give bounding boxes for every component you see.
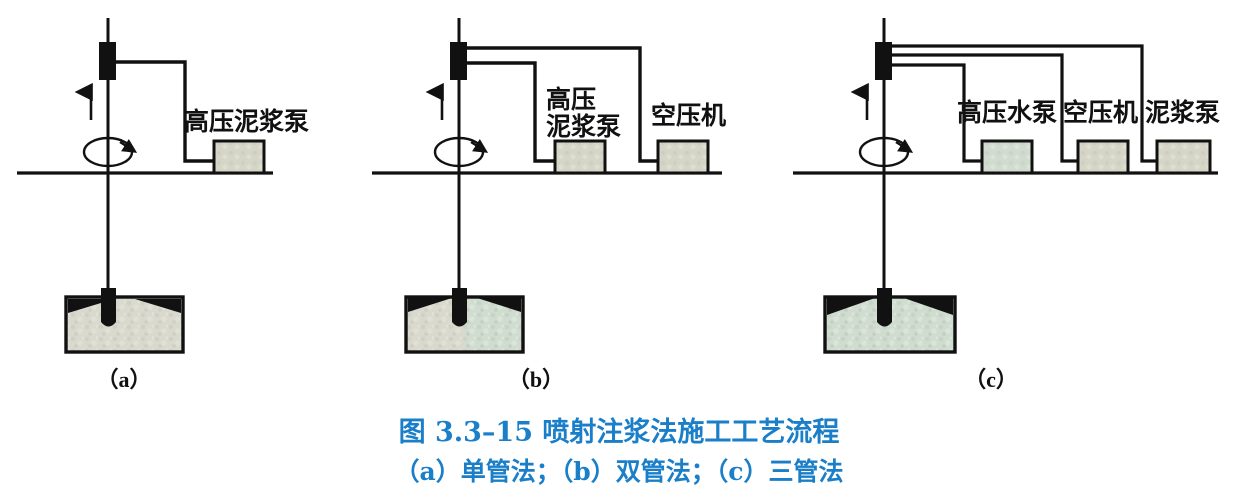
equipment-box-b-1	[656, 139, 710, 175]
equipment-box-c-1	[1076, 139, 1130, 175]
swivel-head-b	[450, 42, 467, 80]
pipe-mud-b	[467, 61, 555, 163]
panel-letter-a: （a）	[96, 367, 151, 392]
panel-c: 高压水泵 空压机 泥浆泵 （c）	[793, 18, 1220, 392]
equipment-label-b-0-line2: 泥浆泵	[546, 112, 621, 141]
jet-nozzle-left-b	[408, 297, 455, 312]
jet-nozzle-right-b	[474, 297, 521, 312]
equipment-label-c-1: 空压机	[1063, 98, 1138, 127]
equipment-label-c-0: 高压水泵	[957, 98, 1057, 127]
equipment-box-a-0	[212, 139, 266, 175]
swivel-head-c	[875, 42, 892, 80]
equipment-label-b-1: 空压机	[651, 101, 726, 130]
equipment-label-b-0-line1: 高压	[546, 85, 596, 114]
rotation-arrow-c	[895, 139, 914, 153]
monitor-tip-a	[101, 288, 116, 327]
equipment-label-c-2: 泥浆泵	[1145, 98, 1220, 127]
figure-caption-line-1: 图 3.3–15 喷射注浆法施工工艺流程	[399, 416, 840, 448]
rotation-arrow-a	[119, 139, 138, 153]
pipe-mud-c	[892, 44, 1157, 163]
equipment-box-b-0	[553, 139, 607, 175]
panel-letter-b: （b）	[508, 367, 564, 392]
jet-nozzle-left-c	[827, 297, 878, 315]
equipment-box-c-0	[980, 139, 1034, 175]
pipe-air-c	[892, 53, 1078, 163]
equipment-label-a-0: 高压泥浆泵	[184, 107, 309, 136]
jet-nozzle-right-c	[901, 297, 953, 315]
rotation-arrow-b	[470, 139, 489, 153]
pipe-air-b	[467, 46, 658, 163]
panel-a: 高压泥浆泵 （a）	[17, 18, 309, 392]
jet-nozzle-right-a	[135, 299, 181, 313]
swivel-head-a	[99, 42, 116, 80]
pipe-mud-a	[116, 60, 214, 163]
panel-letter-c: （c）	[964, 367, 1018, 392]
monitor-tip-b	[452, 288, 467, 327]
pipe-water-c	[892, 63, 982, 163]
equipment-box-c-2	[1155, 139, 1212, 175]
monitor-tip-c	[877, 288, 892, 327]
figure-caption-line-2: （a）单管法；（b）双管法；（c）三管法	[395, 457, 844, 486]
panel-b: 高压 泥浆泵 空压机 （b）	[372, 18, 726, 392]
